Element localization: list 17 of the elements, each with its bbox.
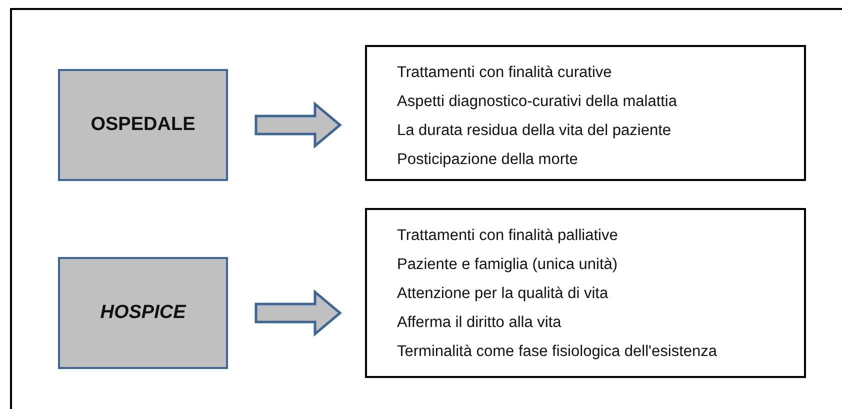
box-title: OSPEDALE bbox=[90, 114, 196, 136]
list-item: Terminalità come fase fisiologica dell'esistenza bbox=[397, 342, 718, 362]
list-item: Aspetti diagnostico-curativi della malattia bbox=[397, 92, 678, 112]
entity-box bbox=[58, 257, 228, 369]
block-arrow bbox=[254, 101, 342, 149]
entity-box bbox=[58, 69, 228, 181]
list-item: Trattamenti con finalità curative bbox=[397, 63, 613, 83]
list-item: Posticipazione della morte bbox=[397, 150, 579, 170]
list-item: Attenzione per la qualità di vita bbox=[397, 284, 610, 304]
list-item: La durata residua della vita del paziente bbox=[397, 121, 672, 141]
list-item: Afferma il diritto alla vita bbox=[397, 313, 562, 333]
list-item: Trattamenti con finalità palliative bbox=[397, 226, 619, 246]
list-box bbox=[365, 45, 806, 181]
list-box bbox=[365, 208, 806, 378]
box-title: HOSPICE bbox=[100, 302, 186, 324]
list-item: Paziente e famiglia (unica unità) bbox=[397, 255, 619, 275]
block-arrow bbox=[254, 289, 342, 337]
